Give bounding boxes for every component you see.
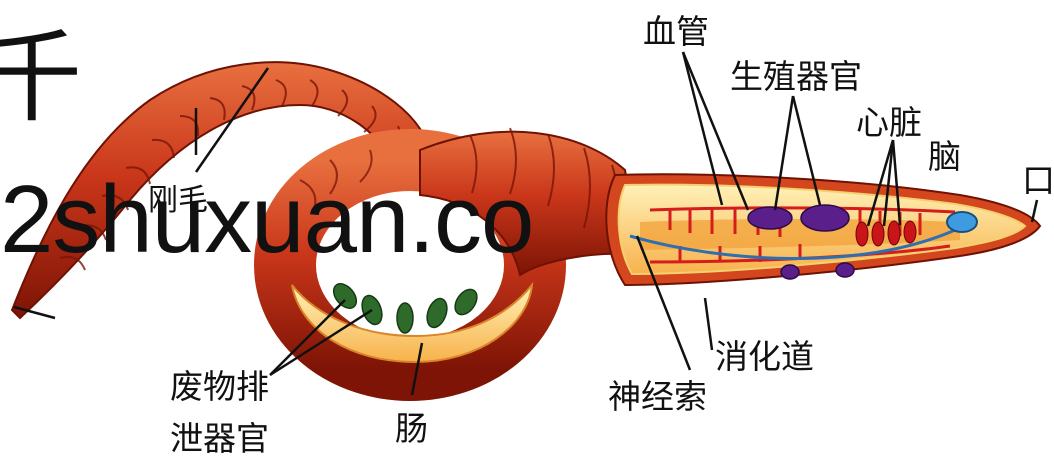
label-intestine: 肠 bbox=[395, 412, 428, 445]
brain bbox=[947, 212, 977, 232]
label-excretory-organ-line1: 废物排 bbox=[170, 370, 269, 403]
watermark-text: 2shuxuan.co bbox=[0, 172, 533, 268]
label-reproductive-organ: 生殖器官 bbox=[730, 60, 862, 93]
watermark-top-glyph: 千 bbox=[0, 28, 82, 128]
label-brain: 脑 bbox=[928, 140, 961, 173]
label-excretory-organ-line2: 泄器官 bbox=[170, 422, 269, 455]
label-mouth: 口 bbox=[1022, 164, 1054, 197]
label-nerve-cord: 神经索 bbox=[608, 380, 707, 413]
label-blood-vessel: 血管 bbox=[643, 15, 709, 48]
label-digestive-tract: 消化道 bbox=[715, 340, 814, 373]
label-heart: 心脏 bbox=[856, 106, 922, 139]
